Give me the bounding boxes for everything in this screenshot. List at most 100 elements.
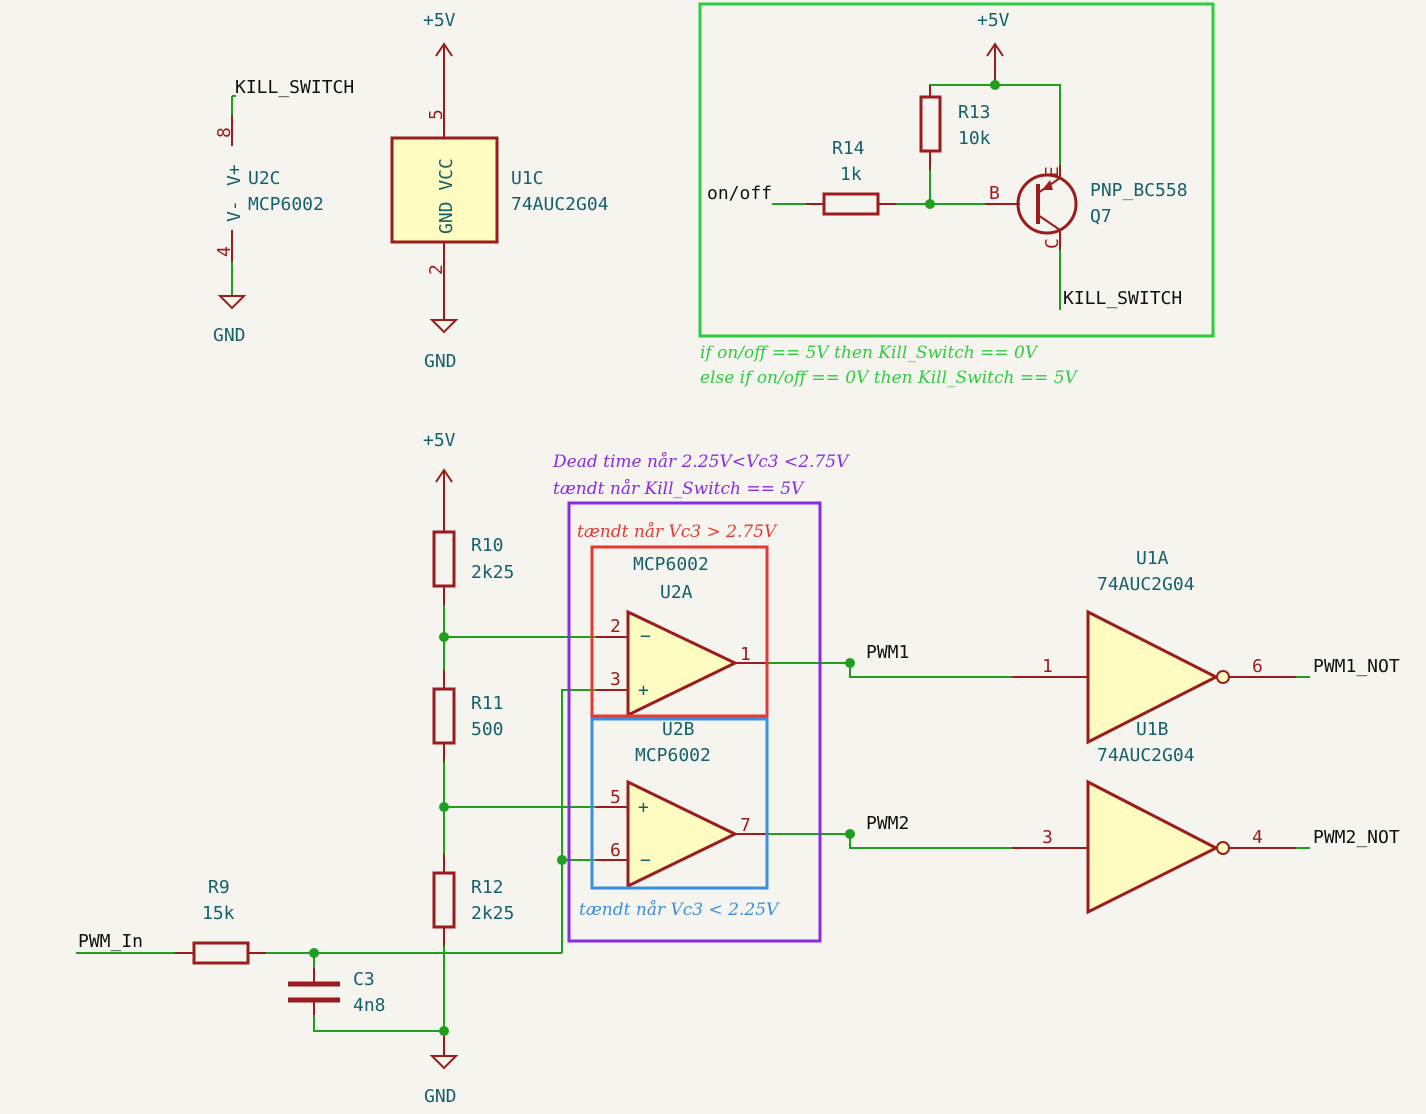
c3-ref: C3: [353, 969, 375, 990]
u2c-gnd-label: GND: [213, 325, 246, 346]
r9-value: 15k: [202, 903, 235, 924]
u1b-value: 74AUC2G04: [1097, 745, 1195, 766]
high-threshold-box: [590, 545, 769, 718]
low-threshold-note: tændt når Vc3 < 2.25V: [579, 900, 780, 920]
r9-ref: R9: [208, 877, 230, 898]
u2a-pin-3: 3: [610, 669, 621, 690]
r14-resistor: [822, 192, 880, 216]
r13-value: 10k: [958, 128, 991, 149]
r14-ref: R14: [832, 138, 865, 159]
r9-resistor: [192, 941, 250, 965]
r12-value: 2k25: [471, 903, 514, 924]
u2b-opamp: [626, 779, 739, 889]
divider-gnd-label: GND: [424, 1086, 457, 1107]
u1c-gnd-label: GND: [424, 351, 457, 372]
u1c-power-unit: +5V 5 2 GND VCC U1C 74AUC2G04 GND: [390, 10, 609, 372]
high-threshold-note: tændt når Vc3 > 2.75V: [577, 522, 778, 542]
r12-resistor: [432, 871, 456, 929]
kill-note-1: if on/off == 5V then Kill_Switch == 0V: [700, 343, 1039, 363]
u1b-inverter: [1086, 779, 1220, 915]
u2b-value: MCP6002: [635, 745, 711, 766]
u2a-plus: +: [638, 680, 649, 701]
pwm2-not-label: PWM2_NOT: [1313, 827, 1400, 848]
u1a-bubble: [1216, 670, 1230, 684]
kill-switch-out-label: KILL_SWITCH: [1063, 288, 1182, 309]
u1c-value: 74AUC2G04: [511, 194, 609, 215]
kill-switch-box: [698, 2, 1215, 338]
u2a-value: MCP6002: [633, 554, 709, 575]
r11-resistor: [432, 687, 456, 745]
u2b-minus: −: [640, 850, 651, 871]
on-off-label: on/off: [707, 183, 772, 204]
r10-value: 2k25: [471, 562, 514, 583]
q7-transistor: [1016, 173, 1078, 235]
u1a-inverter: [1086, 609, 1220, 745]
r14-value: 1k: [840, 164, 862, 185]
u1c-vcc-label: +5V: [423, 10, 456, 31]
kill-note-2: else if on/off == 0V then Kill_Switch ==…: [700, 368, 1079, 388]
r13-ref: R13: [958, 102, 991, 123]
u2b-pin-7: 7: [740, 815, 751, 836]
pwm1-label: PWM1: [866, 642, 909, 663]
u2c-vminus: V-: [224, 200, 245, 222]
u1c-pin-2: 2: [426, 264, 447, 275]
u2c-vplus: V+: [224, 164, 245, 186]
u1a-ref: U1A: [1136, 548, 1169, 569]
q7-pin-e: E: [1042, 166, 1063, 177]
u1b-pin-3: 3: [1042, 827, 1053, 848]
u1c-pin-5: 5: [426, 109, 447, 120]
u2b-ref: U2B: [662, 719, 695, 740]
q7-pin-c: C: [1042, 238, 1063, 249]
low-threshold-box: [590, 717, 769, 890]
pwm-in-label: PWM_In: [78, 931, 143, 952]
gnd-symbol: [429, 319, 459, 334]
u2a-opamp: [626, 609, 739, 718]
comparators: − + + − 2 3 1 5 6 7 MCP6002 U2A U2B MCP6…: [444, 452, 850, 953]
u2a-pin-1: 1: [740, 644, 751, 665]
u2c-pin-8: 8: [214, 127, 235, 138]
divider-vcc-label: +5V: [423, 430, 456, 451]
u1b-bubble: [1216, 841, 1230, 855]
kill-switch-circuit: +5V on/off R14 1k R13 10k B E C PNP_BC55…: [698, 2, 1215, 388]
gnd-symbol: [217, 295, 247, 310]
u2c-pin-4: 4: [214, 246, 235, 257]
u1c-inner-label: GND VCC: [436, 158, 457, 234]
r10-resistor: [432, 530, 456, 588]
r12-ref: R12: [471, 877, 504, 898]
r11-value: 500: [471, 719, 504, 740]
u1b-ref: U1B: [1136, 719, 1169, 740]
u2a-minus: −: [640, 626, 651, 647]
q7-ref: Q7: [1090, 206, 1112, 227]
u2a-ref: U2A: [660, 582, 693, 603]
gnd-symbol: [429, 1055, 459, 1070]
u2b-pin-5: 5: [610, 787, 621, 808]
input-stage: PWM_In R9 15k C3 4n8: [76, 877, 562, 1032]
pwm2-label: PWM2: [866, 813, 909, 834]
u2c-value: MCP6002: [248, 194, 324, 215]
dead-time-box: [567, 501, 822, 943]
r10-ref: R10: [471, 535, 504, 556]
q7-pin-b: B: [989, 183, 1000, 204]
pwm1-not-label: PWM1_NOT: [1313, 656, 1400, 677]
u2a-pin-2: 2: [610, 616, 621, 637]
u1a-pin-6: 6: [1252, 656, 1263, 677]
u2b-plus: +: [638, 797, 649, 818]
output-stage: PWM1 PWM2 1 6 U1A 74AUC2G04 PWM1_NOT 3 4…: [845, 548, 1400, 915]
u2c-ref: U2C: [248, 168, 281, 189]
u1a-value: 74AUC2G04: [1097, 574, 1195, 595]
kill-switch-label: KILL_SWITCH: [235, 77, 354, 98]
r11-ref: R11: [471, 693, 504, 714]
u1c-ref: U1C: [511, 168, 544, 189]
u2c-power-unit: KILL_SWITCH 8 4 V+ V- U2C MCP6002 GND: [213, 77, 354, 346]
q7-value: PNP_BC558: [1090, 180, 1188, 201]
u2b-pin-6: 6: [610, 840, 621, 861]
u1a-pin-1: 1: [1042, 656, 1053, 677]
kill-switch-note: tændt når Kill_Switch == 5V: [553, 479, 805, 499]
kill-vcc-label: +5V: [977, 10, 1010, 31]
dead-time-note: Dead time når 2.25V<Vc3 <2.75V: [552, 452, 850, 472]
r13-resistor: [919, 95, 942, 153]
u1b-pin-4: 4: [1252, 827, 1263, 848]
c3-value: 4n8: [353, 995, 386, 1016]
resistor-divider: +5V R10 2k25 R11 500 R12 2k25 GND: [423, 430, 514, 1107]
